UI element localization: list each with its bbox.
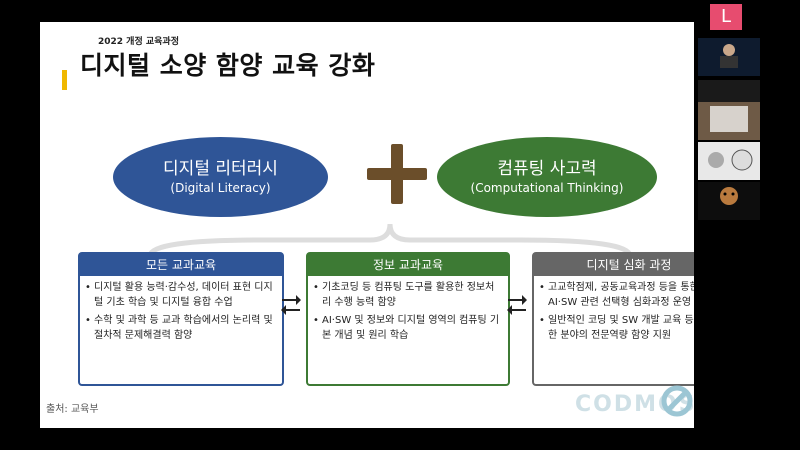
slide-kicker: 2022 개정 교육과정 xyxy=(98,37,179,47)
plus-icon xyxy=(367,144,427,204)
codmos-logo-icon xyxy=(661,385,693,417)
list-item: 일반적인 코딩 및 SW 개발 교육 등 다양한 분야의 전문역량 함양 지원 xyxy=(539,313,694,343)
list-item: 기초코딩 등 컴퓨팅 도구를 활용한 정보처리 수행 능력 함양 xyxy=(313,280,502,310)
card-list: 기초코딩 등 컴퓨팅 도구를 활용한 정보처리 수행 능력 함양 AI·SW 및… xyxy=(308,280,508,343)
participant-video-tile[interactable] xyxy=(698,38,760,76)
card-informatics: 정보 교과교육 기초코딩 등 컴퓨팅 도구를 활용한 정보처리 수행 능력 함양… xyxy=(306,252,510,386)
bidirectional-arrow-icon xyxy=(281,295,301,315)
card-list: 디지털 활용 능력·감수성, 데이터 표현 디지털 기초 학습 및 디지털 융합… xyxy=(80,280,282,343)
title-accent-bar xyxy=(62,70,67,90)
participant-video-tile[interactable] xyxy=(698,182,760,220)
ellipse-sub-label: (Digital Literacy) xyxy=(170,181,271,195)
card-header: 정보 교과교육 xyxy=(308,254,508,276)
participant-video-icon xyxy=(698,142,760,180)
slide-title: 디지털 소양 함양 교육 강화 xyxy=(80,51,376,80)
digital-literacy-ellipse: 디지털 리터러시 (Digital Literacy) xyxy=(113,137,328,217)
computational-thinking-ellipse: 컴퓨팅 사고력 (Computational Thinking) xyxy=(437,137,657,217)
card-header: 모든 교과교육 xyxy=(80,254,282,276)
card-list: 고교학점제, 공동교육과정 등을 통한 AI·SW 관련 선택형 심화과정 운영… xyxy=(534,280,694,343)
presentation-slide: 2022 개정 교육과정 디지털 소양 함양 교육 강화 디지털 리터러시 (D… xyxy=(40,22,694,428)
participant-video-tile[interactable] xyxy=(698,102,760,140)
ellipse-sub-label: (Computational Thinking) xyxy=(470,181,624,195)
card-header: 디지털 심화 과정 xyxy=(534,254,694,276)
participant-video-icon xyxy=(698,102,760,140)
source-note: 출처: 교육부 xyxy=(46,404,99,415)
list-item: 디지털 활용 능력·감수성, 데이터 표현 디지털 기초 학습 및 디지털 융합… xyxy=(85,280,276,310)
participant-video-icon xyxy=(720,187,738,205)
card-all-subjects: 모든 교과교육 디지털 활용 능력·감수성, 데이터 표현 디지털 기초 학습 … xyxy=(78,252,284,386)
list-item: 고교학점제, 공동교육과정 등을 통한 AI·SW 관련 선택형 심화과정 운영 xyxy=(539,280,694,310)
participant-panel xyxy=(698,0,760,220)
bidirectional-arrow-icon xyxy=(507,295,527,315)
list-item: 수학 및 과학 등 교과 학습에서의 논리력 및 절차적 문제해결력 함양 xyxy=(85,313,276,343)
participant-video-icon xyxy=(720,44,738,68)
participant-avatar[interactable]: L xyxy=(710,4,742,30)
ellipse-main-label: 컴퓨팅 사고력 xyxy=(497,159,597,179)
brace-connector xyxy=(147,223,633,257)
list-item: AI·SW 및 정보와 디지털 영역의 컴퓨팅 기본 개념 및 원리 학습 xyxy=(313,313,502,343)
participant-video-tile[interactable] xyxy=(698,142,760,180)
ellipse-main-label: 디지털 리터러시 xyxy=(163,159,278,179)
card-digital-advanced: 디지털 심화 과정 고교학점제, 공동교육과정 등을 통한 AI·SW 관련 선… xyxy=(532,252,694,386)
